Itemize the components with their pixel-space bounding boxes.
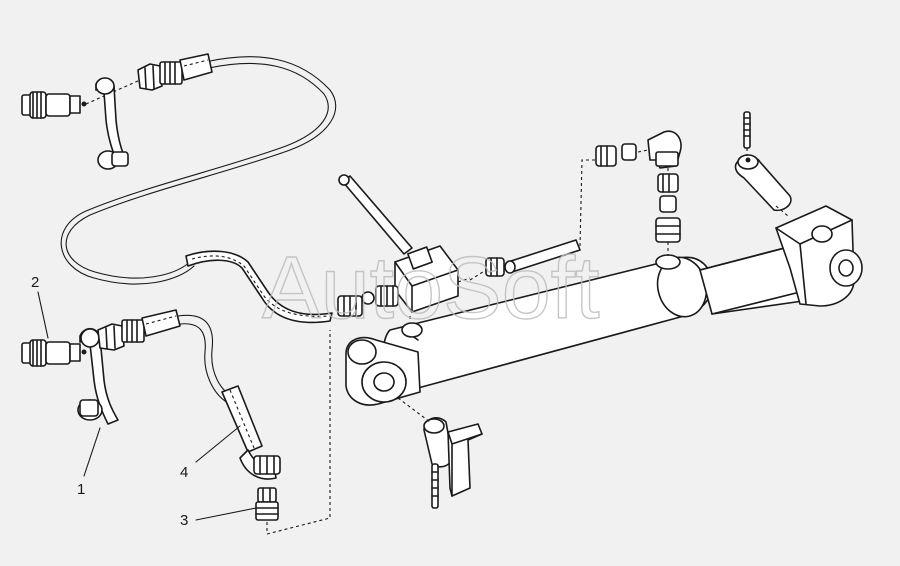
callout-label-4: 4 [180,464,188,481]
watermark: AutoSoft [262,238,600,337]
hose-to-valve [185,250,333,324]
quick-coupler-lower [21,339,87,367]
dust-cap-strap-lower [77,327,119,425]
adapter-fitting [255,330,331,535]
pin-front [397,397,483,509]
pin-rear [734,111,792,217]
control-valve [337,174,471,322]
dust-cap-strap-upper [95,77,129,170]
callout-label-3: 3 [180,512,188,529]
hydraulic-cylinder [345,205,863,406]
hose-lower [177,314,281,480]
callout-4: 4 [180,425,241,481]
callout-2: 2 [31,274,49,339]
cylinder-tube [469,159,598,281]
hose-fitting-upper [137,53,213,91]
callout-3: 3 [180,507,257,529]
hose-loop-upper [60,56,337,285]
elbow-fitting-assembly [595,130,682,256]
quick-coupler-upper [21,79,141,119]
callout-label-2: 2 [31,274,39,291]
callout-1: 1 [77,427,101,498]
callout-label-1: 1 [77,481,85,498]
hose-fitting-lower [97,309,181,351]
